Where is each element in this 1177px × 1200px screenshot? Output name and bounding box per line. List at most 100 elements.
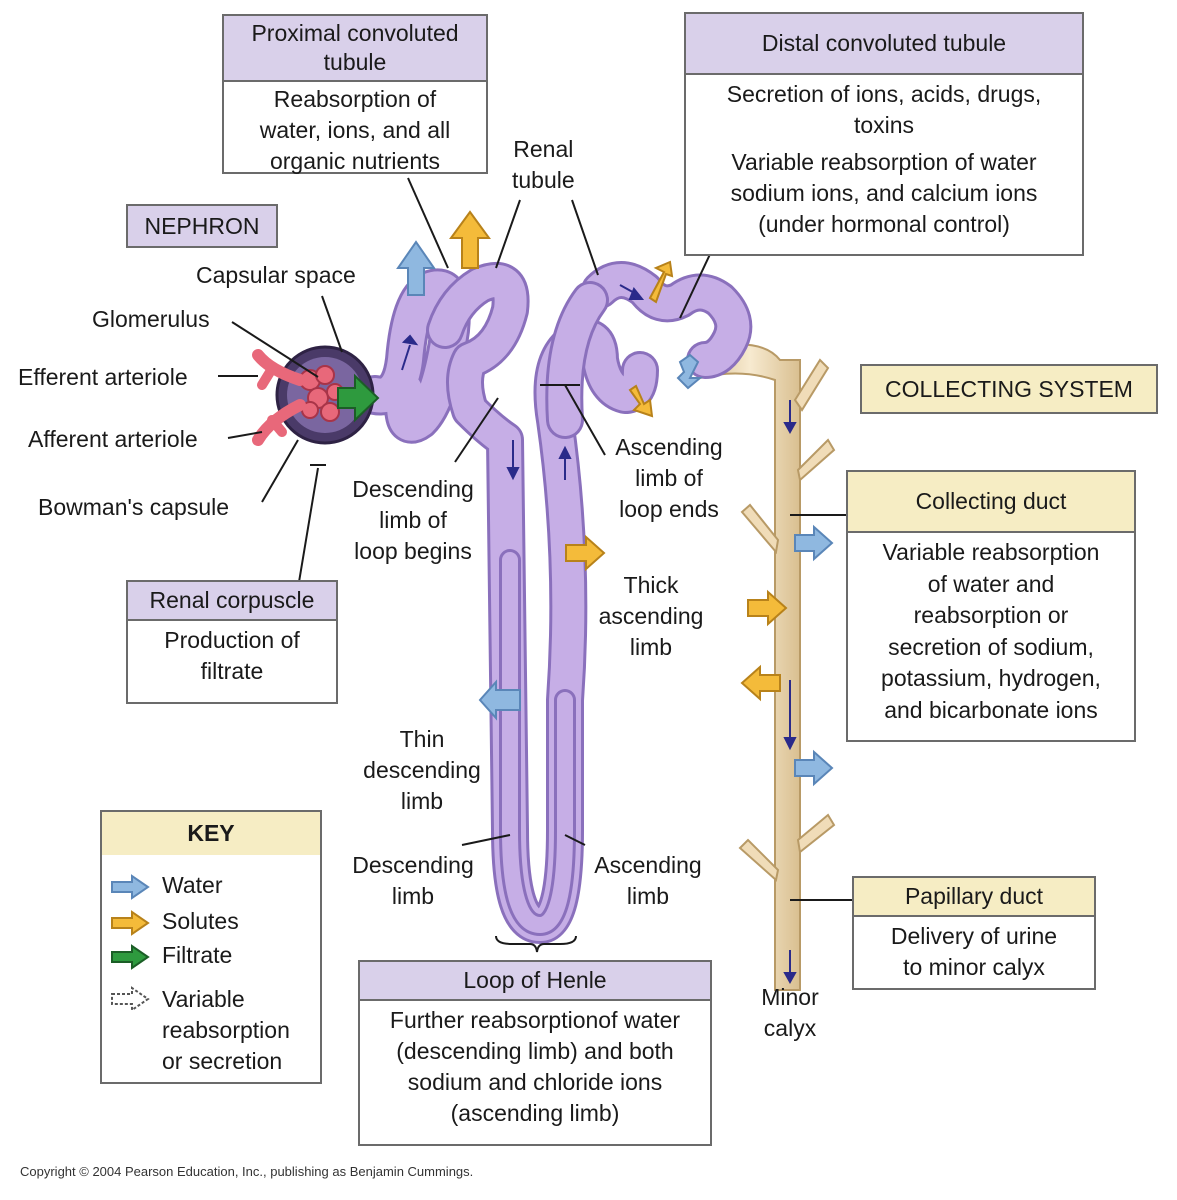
collecting-duct-box: Collecting duct Variable reabsorption of… — [846, 470, 1136, 742]
dct-title-text: Distal convoluted tubule — [761, 30, 1007, 56]
renal-corpuscle-description: Production of filtrate — [128, 621, 336, 691]
dct-description: Secretion of ions, acids, drugs, toxins … — [686, 75, 1082, 244]
variable-key-icon — [111, 986, 150, 1012]
loop-of-henle-line: sodium and chloride ions — [407, 1069, 663, 1095]
pct-line: Reabsorption of — [273, 86, 437, 112]
water-key-label: Water — [162, 872, 223, 898]
descending-begins-line: limb of — [379, 507, 447, 533]
filtrate-key-label: Filtrate — [162, 942, 233, 968]
ascending-ends-line: loop ends — [619, 496, 719, 522]
descending-begins-line: Descending — [352, 476, 474, 502]
flow-direction-arrows — [401, 284, 797, 985]
collecting-system-tag: COLLECTING SYSTEM — [860, 364, 1158, 414]
ascending-limb-line: Ascending — [594, 852, 702, 878]
papillary-duct-line: to minor calyx — [903, 954, 1045, 980]
renal-corpuscle-box: Renal corpuscle Production of filtrate — [126, 580, 338, 704]
leader-lines — [218, 177, 852, 953]
thin-descending-line: Thin — [399, 726, 445, 752]
collecting-duct-title: Collecting duct — [848, 472, 1134, 533]
loop-of-henle-line: (descending limb) and both — [396, 1038, 674, 1064]
minor-calyx-line: Minor — [761, 984, 819, 1010]
dct-line: toxins — [853, 112, 915, 138]
solutes-key-label: Solutes — [162, 908, 239, 934]
key-title-text: KEY — [187, 820, 235, 846]
thick-ascending-line: Thick — [623, 572, 679, 598]
ascending-limb-line: limb — [626, 883, 670, 909]
loop-of-henle-title: Loop of Henle — [360, 962, 710, 1001]
renal-tubule-line: tubule — [512, 167, 575, 193]
pct-line: water, ions, and all — [259, 117, 451, 143]
pct-box: Proximal convoluted tubule Reabsorption … — [222, 14, 488, 174]
descending-limb-begins-label: Descending limb of loop begins — [342, 474, 484, 567]
dct-line: sodium ions, and calcium ions — [730, 180, 1038, 206]
dct-line: Variable reabsorption of water — [731, 149, 1037, 175]
loop-of-henle-line: Further reabsorptionof water — [389, 1007, 681, 1033]
nephron-tag: NEPHRON — [126, 204, 278, 248]
minor-calyx-line: calyx — [763, 1015, 817, 1041]
papillary-duct-title: Papillary duct — [854, 878, 1094, 917]
pct-line: organic nutrients — [269, 148, 441, 174]
afferent-arteriole-label: Afferent arteriole — [28, 426, 198, 452]
variable-key-line: Variable — [162, 986, 245, 1012]
papillary-duct-title-text: Papillary duct — [904, 883, 1044, 909]
renal-tubule-line: Renal — [513, 136, 574, 162]
collecting-duct-line: Variable reabsorption — [882, 539, 1100, 565]
collecting-duct-line: secretion of sodium, — [888, 633, 1094, 660]
variable-key-line: reabsorption — [162, 1017, 290, 1043]
dct-box: Distal convoluted tubule Secretion of io… — [684, 12, 1084, 256]
collecting-duct-description: Variable reabsorption of water and reabs… — [848, 533, 1134, 730]
filtrate-key-icon — [111, 944, 150, 970]
thin-descending-line: descending — [363, 757, 481, 783]
water-key-icon — [111, 874, 150, 900]
dct-line: (under hormonal control) — [758, 211, 1010, 237]
collecting-duct-shape — [699, 343, 836, 991]
minor-calyx-label: Minor calyx — [750, 982, 830, 1044]
renal-corpuscle-line: Production of — [164, 627, 300, 653]
thick-ascending-line: limb — [629, 634, 673, 660]
papillary-duct-box: Papillary duct Delivery of urine to mino… — [852, 876, 1096, 990]
renal-corpuscle-shape — [252, 345, 375, 446]
renal-corpuscle-title-text: Renal corpuscle — [149, 587, 315, 613]
renal-corpuscle-line: filtrate — [200, 658, 264, 684]
key-title: KEY — [102, 812, 320, 855]
descending-begins-line: loop begins — [354, 538, 472, 564]
loop-of-henle-description: Further reabsorptionof water (descending… — [360, 1001, 710, 1133]
loop-of-henle-box: Loop of Henle Further reabsorptionof wat… — [358, 960, 712, 1146]
thin-descending-limb-label: Thin descending limb — [352, 724, 492, 817]
descending-limb-line: Descending — [352, 852, 474, 878]
loop-of-henle-line: (ascending limb) — [450, 1100, 620, 1126]
dct-title: Distal convoluted tubule — [686, 14, 1082, 75]
papillary-duct-line: Delivery of urine — [890, 923, 1058, 949]
efferent-arteriole-label: Efferent arteriole — [18, 364, 188, 390]
thick-ascending-limb-label: Thick ascending limb — [588, 570, 714, 663]
collecting-duct-line: potassium, hydrogen, — [881, 665, 1101, 691]
solutes-key-icon — [111, 910, 150, 936]
renal-corpuscle-title: Renal corpuscle — [128, 582, 336, 621]
descending-limb-line: limb — [391, 883, 435, 909]
collecting-duct-line: and bicarbonate ions — [884, 696, 1098, 723]
bowmans-capsule-label: Bowman's capsule — [38, 494, 230, 520]
water-arrows — [396, 240, 834, 787]
collecting-duct-line: of water and — [927, 570, 1055, 597]
capsular-space-label: Capsular space — [196, 262, 356, 288]
variable-key-label: Variable reabsorption or secretion — [162, 984, 290, 1077]
ascending-ends-line: Ascending — [615, 434, 723, 460]
thick-ascending-line: ascending — [598, 603, 704, 629]
glomerulus-label: Glomerulus — [92, 306, 210, 332]
ascending-ends-line: limb of — [635, 465, 703, 491]
variable-key-line: or secretion — [162, 1048, 283, 1074]
filtrate-arrow — [337, 373, 380, 423]
solute-arrows — [449, 210, 788, 702]
ascending-limb-ends-label: Ascending limb of loop ends — [604, 432, 734, 525]
thin-descending-line: limb — [400, 788, 444, 814]
pct-description: Reabsorption of water, ions, and all org… — [224, 82, 486, 181]
pct-title-text: Proximal convoluted tubule — [251, 20, 459, 75]
ascending-limb-label: Ascending limb — [584, 850, 712, 912]
papillary-duct-description: Delivery of urine to minor calyx — [854, 917, 1094, 987]
collecting-duct-line: reabsorption or — [913, 602, 1069, 628]
renal-tubule-label: Renal tubule — [512, 134, 575, 196]
dct-line: Secretion of ions, acids, drugs, — [726, 81, 1042, 107]
loop-of-henle-title-text: Loop of Henle — [463, 967, 607, 993]
descending-limb-label: Descending limb — [342, 850, 484, 912]
